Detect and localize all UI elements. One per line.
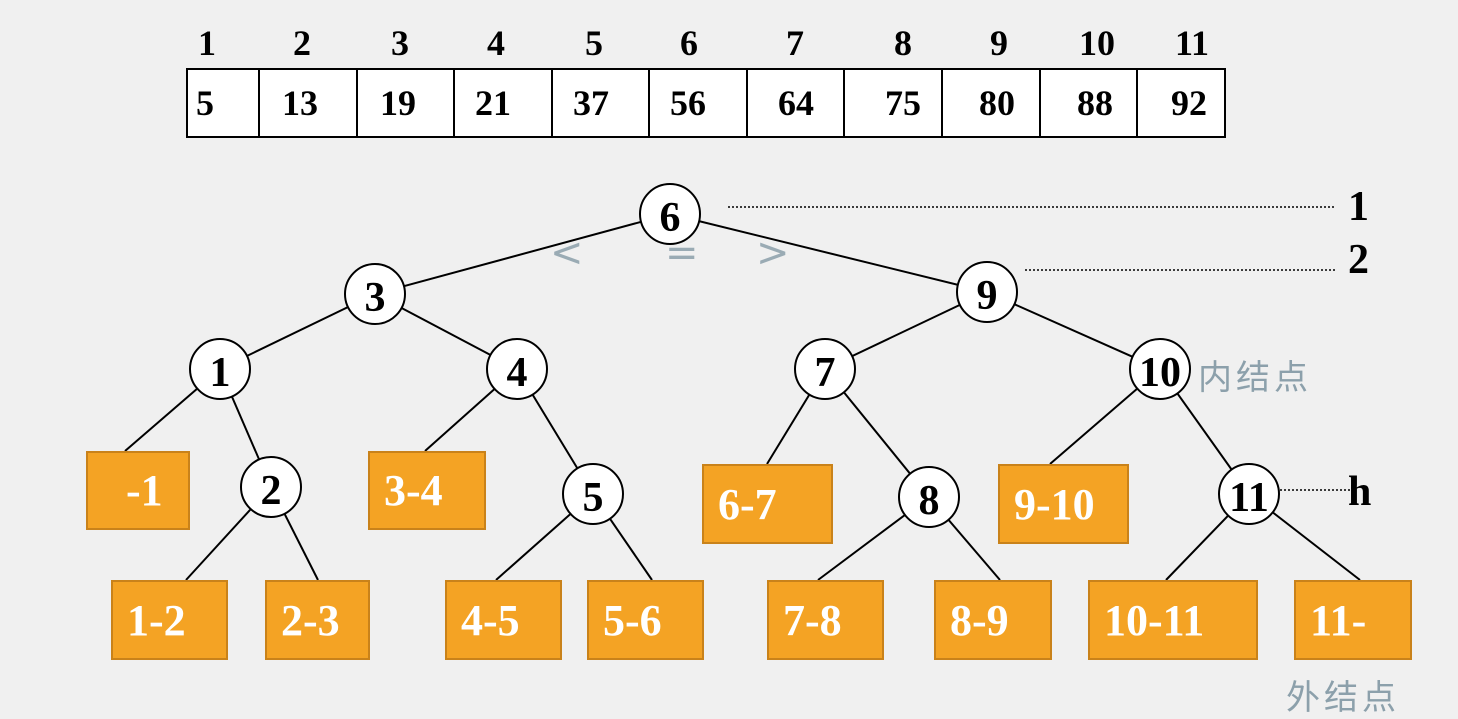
array-cell: 88 — [1041, 70, 1138, 136]
array-cell: 21 — [455, 70, 553, 136]
array-cell: 75 — [845, 70, 943, 136]
internal-node: 11 — [1218, 463, 1280, 525]
node-label: 2 — [260, 468, 282, 514]
external-node: 7-8 — [767, 580, 884, 660]
array-value: 64 — [778, 83, 814, 123]
internal-node: 4 — [486, 338, 548, 400]
external-node: 6-7 — [702, 464, 833, 544]
external-node-annotation: 外结点 — [1286, 678, 1400, 718]
array-cell: 80 — [943, 70, 1041, 136]
array-cell: 19 — [358, 70, 455, 136]
array-index: 1 — [198, 23, 216, 63]
node-label: 1 — [209, 350, 231, 396]
external-node: -1 — [86, 451, 190, 530]
array-cell: 37 — [553, 70, 650, 136]
internal-node: 7 — [794, 338, 856, 400]
external-node: 1-2 — [111, 580, 228, 660]
array-index: 5 — [585, 23, 603, 63]
array-index: 9 — [990, 23, 1008, 63]
greater-than-symbol: > — [756, 230, 790, 276]
array-cell: 64 — [748, 70, 845, 136]
level-2-label: 2 — [1348, 237, 1369, 283]
tree-edge — [669, 213, 988, 293]
array-value: 37 — [573, 83, 609, 123]
array-value: 56 — [670, 83, 706, 123]
level-h-label: h — [1348, 469, 1372, 515]
level-1-label: 1 — [1348, 184, 1369, 230]
node-label: 6 — [659, 195, 681, 241]
external-node: 2-3 — [265, 580, 370, 660]
less-than-symbol: < — [550, 230, 584, 276]
array-cell: 92 — [1138, 70, 1224, 136]
array-value: 80 — [979, 83, 1015, 123]
internal-node: 2 — [240, 456, 302, 518]
internal-node: 6 — [639, 183, 701, 245]
external-node: 10-11 — [1088, 580, 1258, 660]
internal-node: 5 — [562, 463, 624, 525]
internal-node: 1 — [189, 338, 251, 400]
node-label: 8 — [918, 478, 940, 524]
array-cell: 13 — [260, 70, 358, 136]
internal-node: 10 — [1129, 338, 1191, 400]
array-cell: 5 — [188, 70, 260, 136]
external-node: 11- — [1294, 580, 1412, 660]
node-label: 10 — [1139, 350, 1181, 396]
internal-node: 8 — [898, 466, 960, 528]
array-value: 19 — [380, 83, 416, 123]
internal-node-annotation: 内结点 — [1198, 358, 1312, 398]
array-index: 3 — [391, 23, 409, 63]
internal-node: 9 — [956, 261, 1018, 323]
node-label: 5 — [582, 475, 604, 521]
external-node: 9-10 — [998, 464, 1129, 544]
array-value: 21 — [475, 83, 511, 123]
tree-edge — [374, 213, 671, 295]
array-value: 13 — [282, 83, 318, 123]
external-node: 8-9 — [934, 580, 1052, 660]
array-value: 92 — [1171, 83, 1207, 123]
array-value: 75 — [885, 83, 921, 123]
external-node: 4-5 — [445, 580, 562, 660]
array-index: 8 — [894, 23, 912, 63]
node-label: 3 — [364, 275, 386, 321]
node-label: 4 — [506, 350, 528, 396]
sorted-array: 5 13 19 21 37 56 64 75 80 88 92 — [186, 68, 1226, 138]
node-label: 9 — [976, 273, 998, 319]
array-value: 5 — [196, 83, 214, 123]
node-label: 7 — [814, 350, 836, 396]
array-index: 7 — [786, 23, 804, 63]
array-index: 2 — [293, 23, 311, 63]
array-index: 6 — [680, 23, 698, 63]
array-index: 10 — [1079, 23, 1115, 63]
external-node: 3-4 — [368, 451, 486, 530]
node-label: 11 — [1229, 475, 1269, 521]
external-node: 5-6 — [587, 580, 704, 660]
array-cell: 56 — [650, 70, 748, 136]
array-index: 11 — [1174, 23, 1209, 63]
array-index: 4 — [487, 23, 505, 63]
internal-node: 3 — [344, 263, 406, 325]
array-value: 88 — [1077, 83, 1113, 123]
